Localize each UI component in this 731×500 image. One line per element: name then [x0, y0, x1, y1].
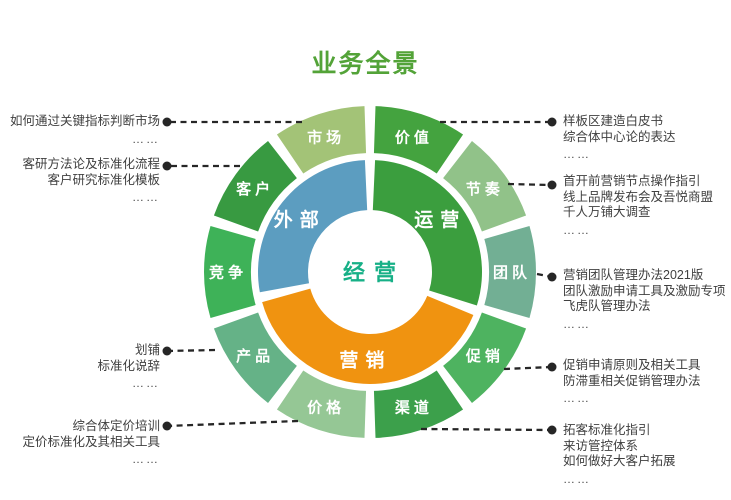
connector-line-channel	[420, 427, 553, 432]
inner-segment-label-marketing: 营销	[339, 349, 391, 372]
annotation-line: 标准化说辞	[97, 358, 160, 373]
annotation-line: 千人万铺大调查	[563, 205, 651, 219]
annotation-ellipsis: ……	[132, 190, 160, 204]
outer-segment-label-product: 产品	[236, 347, 274, 365]
inner-segment-label-external: 外部	[274, 208, 326, 231]
annotation-left-customer: 客研方法论及标准化流程客户研究标准化模板 ……	[22, 157, 160, 203]
annotation-ellipsis: ……	[563, 147, 591, 161]
annotation-ellipsis: ……	[132, 131, 160, 146]
annotation-line: 防滞重相关促销管理办法	[563, 373, 701, 388]
outer-segment-customer	[213, 141, 297, 232]
outer-segment-rhythm	[443, 141, 527, 232]
annotation-ellipsis: ……	[132, 376, 160, 390]
annotation-line: 综合体定价培训	[72, 419, 160, 433]
annotation-line: 来访管控体系	[563, 438, 639, 453]
annotation-line: 客研方法论及标准化流程	[22, 157, 160, 171]
page-title: 业务全景	[311, 50, 420, 78]
outer-segment-product	[213, 312, 297, 403]
annotation-line: 如何通过关键指标判断市场	[9, 114, 160, 128]
outer-segment-team	[484, 225, 536, 319]
connector-line-promotion	[503, 365, 553, 371]
annotation-line: 如何做好大客户拓展	[563, 454, 676, 468]
connector-bullet-price	[162, 421, 172, 431]
connector-bullet-customer	[162, 161, 172, 171]
connector-line-product	[166, 348, 216, 353]
outer-segment-label-team: 团队	[493, 263, 531, 281]
annotation-line: 促销申请原则及相关工具	[563, 358, 701, 372]
annotation-right-value: 样板区建造白皮书综合体中心论的表达 ……	[563, 114, 676, 160]
annotation-left-price: 综合体定价培训定价标准化及其相关工具 ……	[22, 419, 160, 465]
outer-segment-channel	[373, 370, 464, 438]
connector-bullet-team	[547, 272, 557, 282]
outer-segment-label-competition: 竞争	[209, 263, 247, 281]
annotation-line: 划铺	[134, 343, 160, 357]
outer-segment-label-rhythm: 节奏	[466, 180, 504, 198]
annotation-line: 综合体中心论的表达	[563, 129, 676, 144]
inner-segment-external	[258, 160, 368, 293]
annotation-line: 样板区建造白皮书	[563, 114, 664, 128]
annotation-line: 拓客标准化指引	[563, 423, 651, 437]
outer-segment-label-promotion: 促销	[465, 347, 504, 365]
annotation-line: 线上品牌发布会及吾悦商盟	[563, 189, 714, 204]
annotation-ellipsis: ……	[563, 471, 591, 486]
annotation-ellipsis: ……	[563, 222, 591, 237]
outer-segment-competition	[204, 225, 256, 319]
annotation-line: 营销团队管理办法2021版	[563, 268, 704, 282]
annotation-left-market: 如何通过关键指标判断市场 ……	[10, 114, 160, 145]
annotation-line: 定价标准化及其相关工具	[22, 434, 160, 449]
connector-bullet-product	[162, 346, 172, 356]
annotation-right-team: 营销团队管理办法2021版团队激励申请工具及激励专项飞虎队管理办法 ……	[563, 268, 726, 330]
connector-line-rhythm	[507, 182, 553, 187]
connector-bullet-promotion	[547, 362, 557, 372]
annotation-line: 首开前营销节点操作指引	[563, 174, 701, 188]
annotation-right-promotion: 促销申请原则及相关工具防滞重相关促销管理办法 ……	[563, 358, 701, 404]
connector-bullet-rhythm	[547, 180, 557, 190]
connector-bullet-value	[547, 117, 557, 127]
annotation-right-rhythm: 首开前营销节点操作指引线上品牌发布会及吾悦商盟千人万铺大调查 ……	[563, 174, 713, 236]
annotation-line: 客户研究标准化模板	[47, 172, 160, 187]
annotation-ellipsis: ……	[132, 452, 160, 466]
connector-line-price	[166, 419, 299, 428]
outer-segment-promotion	[443, 312, 527, 403]
center-label: 经营	[343, 260, 405, 285]
inner-segment-marketing	[262, 288, 474, 385]
annotation-left-product: 划铺标准化说辞 ……	[97, 343, 160, 389]
connector-bullet-channel	[547, 425, 557, 435]
outer-segment-label-value: 价值	[395, 128, 433, 146]
annotation-line: 团队激励申请工具及激励专项	[563, 283, 726, 298]
inner-segment-operation	[372, 160, 482, 306]
annotation-line: 飞虎队管理办法	[563, 299, 651, 313]
outer-segment-label-price: 价格	[307, 398, 345, 416]
annotation-ellipsis: ……	[563, 316, 591, 331]
outer-segment-label-market: 市场	[307, 128, 345, 146]
annotation-right-channel: 拓客标准化指引来访管控体系如何做好大客户拓展 ……	[563, 423, 676, 485]
outer-segment-price	[276, 370, 367, 438]
annotation-ellipsis: ……	[563, 391, 591, 405]
outer-segment-label-customer: 客户	[235, 180, 274, 198]
inner-segment-label-operation: 运营	[414, 208, 466, 231]
connector-bullet-market	[162, 117, 172, 127]
outer-segment-label-channel: 渠道	[395, 398, 433, 416]
